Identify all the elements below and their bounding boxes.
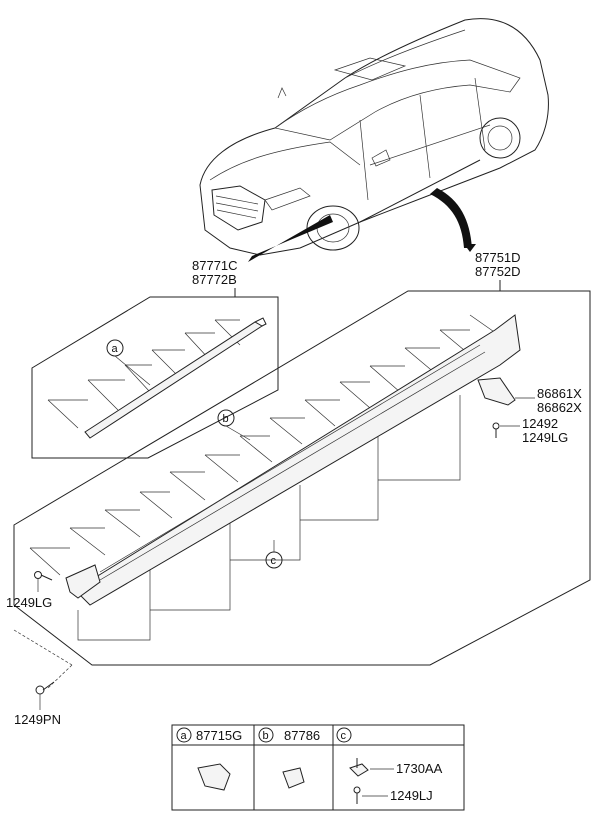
callout-b: b xyxy=(223,413,229,425)
screw-right-icon xyxy=(492,422,500,438)
screw-left-label: 1249LG xyxy=(6,595,52,610)
legend-c-letter: c xyxy=(341,730,347,742)
side-sill-box xyxy=(13,290,591,666)
bracket-label-1: 86861X xyxy=(537,386,582,401)
side-sill-label-2: 87752D xyxy=(475,264,521,279)
fastener-1730aa-icon xyxy=(349,758,369,777)
front-garnish-label-2: 87772B xyxy=(192,272,237,287)
legend-c-part-2: 1249LJ xyxy=(390,788,433,803)
garnish-grid xyxy=(47,319,241,429)
legend-c-part-1: 1730AA xyxy=(396,761,443,776)
legend-a-part: 87715G xyxy=(196,728,242,743)
legend-table: a 87715G b 87786 c 1730AA 1249LJ xyxy=(171,724,465,811)
sill-grid xyxy=(29,314,501,576)
screw-right-label-1: 12492 xyxy=(522,416,558,431)
bracket-label-2: 86862X xyxy=(537,400,582,415)
screw-right-label-2: 1249LG xyxy=(522,430,568,445)
sill-panels xyxy=(77,395,461,641)
legend-c-circle xyxy=(336,727,352,743)
callout-c: c xyxy=(271,555,277,567)
screw-left-icon xyxy=(34,571,53,581)
screw-1249lj-icon xyxy=(353,786,361,804)
screw-bottom-icon xyxy=(35,681,55,695)
legend-a-letter: a xyxy=(181,730,188,742)
side-sill-label-1: 87751D xyxy=(475,250,521,265)
bracket-part xyxy=(477,377,516,406)
legend-b-circle xyxy=(258,727,274,743)
front-garnish-label-1: 87771C xyxy=(192,258,238,273)
legend-a-circle xyxy=(176,727,192,743)
callout-a: a xyxy=(112,343,119,355)
clip-87786-icon xyxy=(282,767,305,789)
legend-b-part: 87786 xyxy=(284,728,320,743)
clip-87715g-icon xyxy=(197,763,231,791)
screw-bottom-label: 1249PN xyxy=(14,712,61,727)
garnish-box xyxy=(31,296,279,459)
car-illustration xyxy=(199,18,549,262)
side-sill-part xyxy=(74,314,521,606)
legend-b-letter: b xyxy=(263,730,269,742)
